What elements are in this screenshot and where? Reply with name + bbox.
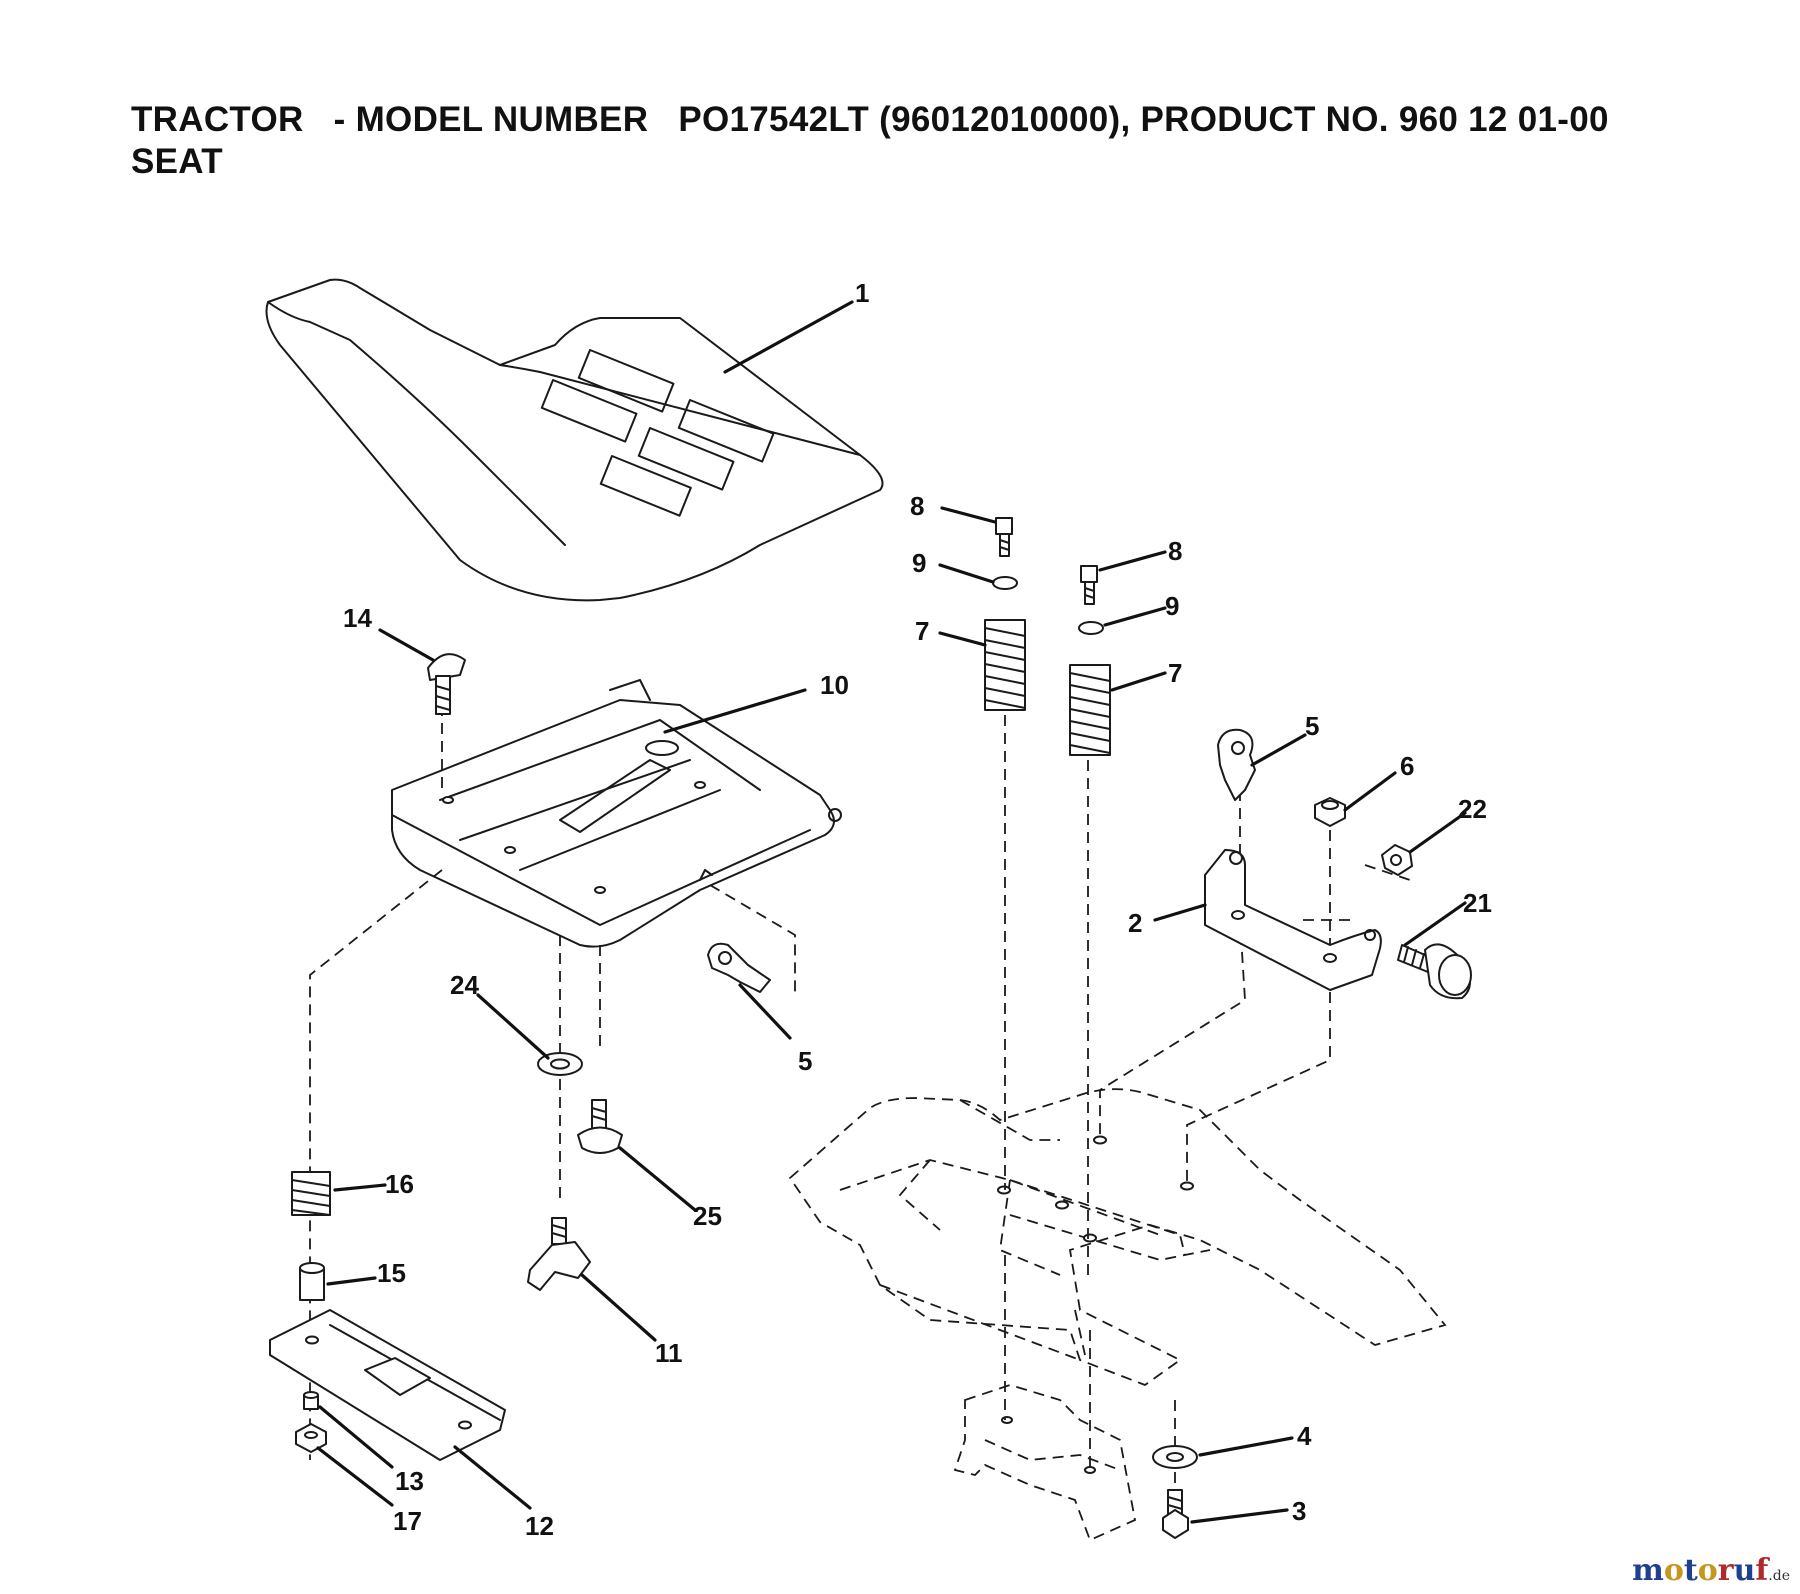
spring-7-left xyxy=(984,619,1026,711)
knob-11 xyxy=(527,1217,591,1291)
washer-4 xyxy=(1152,1445,1198,1469)
diagram-title: TRACTOR - MODEL NUMBER PO17542LT (960120… xyxy=(131,100,1609,139)
callout-15: 15 xyxy=(377,1258,406,1288)
slide-plate-12 xyxy=(269,1309,506,1461)
callout-8-right: 8 xyxy=(1168,536,1182,566)
nut-22 xyxy=(1381,844,1413,876)
callout-17: 17 xyxy=(393,1506,422,1536)
bolt-8-right xyxy=(1080,565,1098,605)
bolt-25 xyxy=(577,1099,623,1154)
callout-25: 25 xyxy=(693,1201,722,1231)
callout-4: 4 xyxy=(1297,1421,1312,1451)
callout-13: 13 xyxy=(395,1466,424,1496)
watermark-logo: motoruf.de xyxy=(1632,1553,1790,1588)
diagram-subtitle: SEAT xyxy=(131,142,223,181)
callout-16: 16 xyxy=(385,1169,414,1199)
callout-10: 10 xyxy=(820,670,849,700)
watermark-letter: m xyxy=(1632,1553,1664,1588)
callout-9-left: 9 xyxy=(912,548,926,578)
callout-5-upper: 5 xyxy=(1305,711,1319,741)
bolt-8-left xyxy=(995,517,1013,557)
callout-24: 24 xyxy=(450,970,479,1000)
spacer-15 xyxy=(299,1262,325,1301)
callout-9-right: 9 xyxy=(1165,591,1179,621)
callout-7-right: 7 xyxy=(1168,658,1182,688)
callout-21: 21 xyxy=(1463,888,1492,918)
knob-bolt-21 xyxy=(1397,943,1472,1000)
nut-17 xyxy=(295,1423,327,1453)
callout-2: 2 xyxy=(1128,908,1142,938)
bracket-2 xyxy=(1204,849,1382,991)
watermark-letter: o xyxy=(1697,1553,1718,1588)
callout-5-lower: 5 xyxy=(798,1046,812,1076)
watermark-letter: f xyxy=(1755,1553,1769,1588)
watermark-letter: u xyxy=(1733,1553,1756,1588)
spring-16 xyxy=(291,1171,331,1216)
callout-14: 14 xyxy=(343,603,372,633)
callout-22: 22 xyxy=(1458,794,1487,824)
callouts: 1 14 10 8 9 7 8 9 7 5 6 22 2 21 5 24 25 … xyxy=(343,278,1492,1541)
carriage-bolt-14 xyxy=(427,653,466,715)
seat-cushion xyxy=(265,278,884,602)
tractor-frame xyxy=(788,1088,1447,1542)
callout-1: 1 xyxy=(855,278,869,308)
callout-12: 12 xyxy=(525,1511,554,1541)
bolt-3 xyxy=(1162,1489,1189,1539)
callout-7-left: 7 xyxy=(915,616,929,646)
leader-lines xyxy=(316,300,1467,1524)
watermark-letter: t xyxy=(1683,1553,1698,1588)
nut-6 xyxy=(1314,797,1346,827)
callout-11: 11 xyxy=(655,1338,683,1368)
assembly-lines xyxy=(309,705,1411,1500)
spring-7-right xyxy=(1069,664,1111,756)
callout-3: 3 xyxy=(1292,1496,1306,1526)
clip-5-lower xyxy=(707,942,771,993)
watermark-tld: .de xyxy=(1768,1568,1790,1584)
watermark-letter: r xyxy=(1717,1553,1734,1588)
clip-5-upper xyxy=(1217,728,1256,801)
watermark-brand: motoruf xyxy=(1632,1553,1768,1588)
callout-8-left: 8 xyxy=(910,491,924,521)
watermark-letter: o xyxy=(1663,1553,1684,1588)
washer-9-right xyxy=(1078,621,1104,635)
bushing-13 xyxy=(303,1391,319,1410)
callout-6: 6 xyxy=(1400,751,1414,781)
seat-pan xyxy=(391,679,842,948)
washer-9-left xyxy=(992,576,1018,590)
